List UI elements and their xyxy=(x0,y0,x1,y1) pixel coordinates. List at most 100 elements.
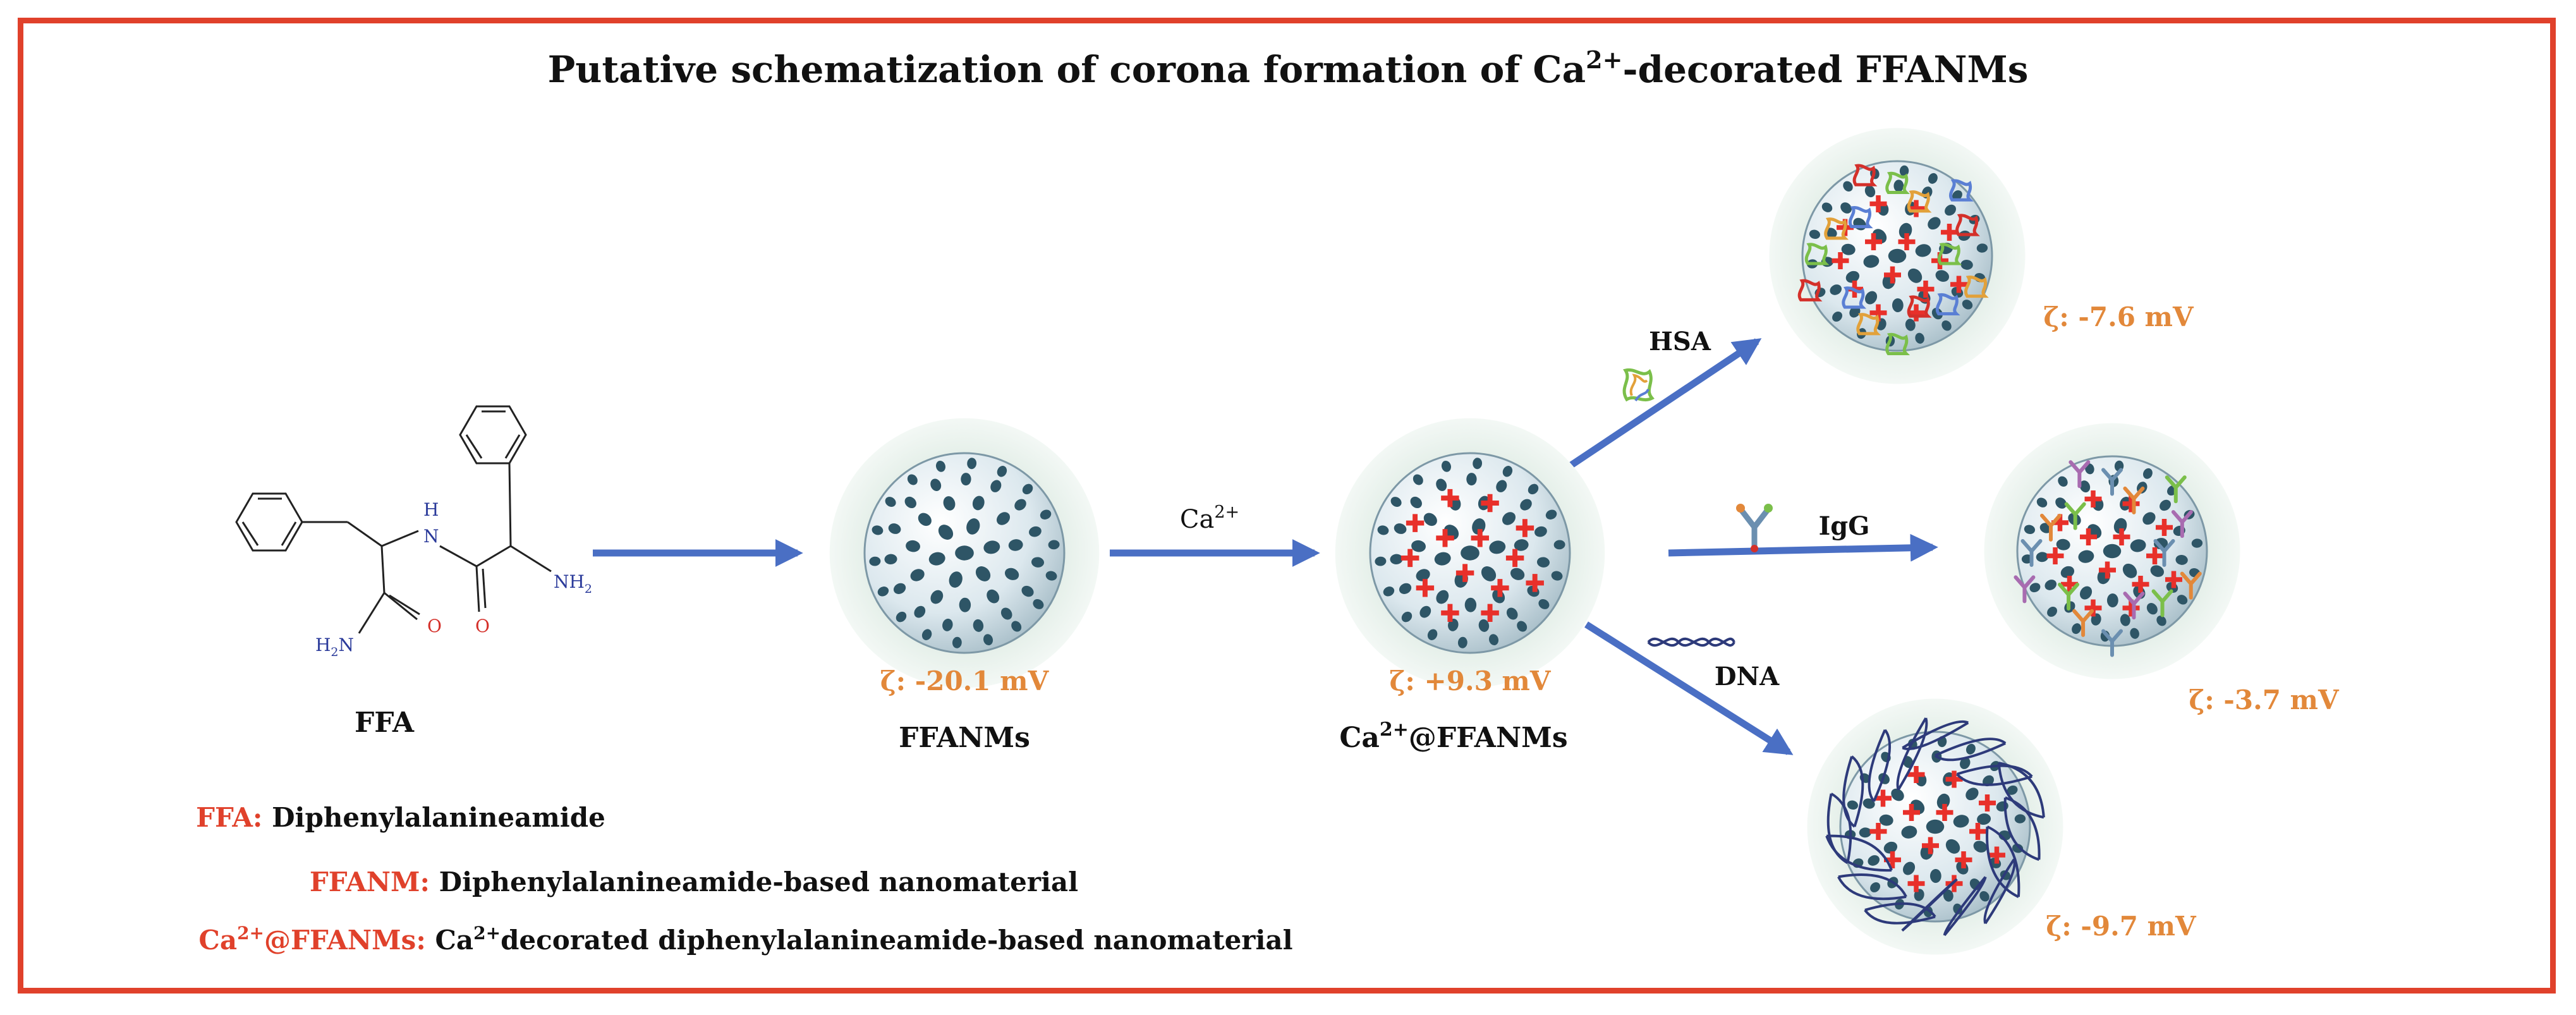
dna-strand-icon xyxy=(1901,878,1958,932)
surface-pore xyxy=(1892,298,1904,313)
atom-h-amide: H xyxy=(423,499,439,520)
hsa-protein-icon xyxy=(1842,286,1867,309)
surface-pore xyxy=(1821,202,1833,212)
ffanms-zeta: ζ: -20.1 mV xyxy=(880,666,1050,696)
positive-charge-icon xyxy=(1441,489,1459,508)
ffanms-particle xyxy=(829,418,1100,688)
hsa-corona-particle xyxy=(1769,128,2026,384)
surface-pore xyxy=(918,513,932,526)
surface-pore xyxy=(1883,841,1898,854)
surface-pore xyxy=(1534,526,1547,537)
dna-strand-icon xyxy=(1983,858,2015,924)
surface-pore xyxy=(1945,204,1956,216)
surface-pore xyxy=(906,540,920,552)
surface-pore xyxy=(952,636,962,648)
surface-pore xyxy=(959,597,971,612)
surface-pore xyxy=(1902,861,1916,875)
surface-pore xyxy=(1517,621,1528,632)
surface-pore xyxy=(2029,583,2041,593)
surface-pore xyxy=(869,556,881,566)
positive-charge-icon xyxy=(1907,304,1925,322)
surface-pore xyxy=(1502,466,1513,477)
arrow-to-hsa xyxy=(1565,338,1762,471)
legend-term-ffanm: FFANM: xyxy=(310,866,430,897)
surface-pore xyxy=(1401,611,1413,623)
surface-pore xyxy=(973,619,984,632)
positive-charge-icon xyxy=(1941,224,1958,241)
surface-pore xyxy=(1862,798,1875,809)
dna-strand-icon xyxy=(1868,729,1886,803)
surface-pore xyxy=(2058,476,2068,487)
surface-pore xyxy=(921,629,932,640)
igg-label: IgG xyxy=(1819,511,1870,541)
surface-pore xyxy=(2177,595,2188,605)
hsa-protein-icon xyxy=(1935,293,1960,316)
positive-charge-icon xyxy=(1898,233,1916,250)
surface-pore xyxy=(1928,217,1941,230)
surface-pore xyxy=(1960,259,1973,270)
surface-pore xyxy=(2146,603,2158,615)
surface-pore xyxy=(1915,332,1924,344)
surface-pore xyxy=(1021,585,1034,597)
surface-pore xyxy=(1427,629,1438,640)
igg-zeta: ζ: -3.7 mV xyxy=(2189,684,2340,715)
hsa-protein-icon xyxy=(1856,313,1881,336)
surface-pore xyxy=(1915,244,1931,257)
hsa-protein-icon xyxy=(1804,243,1830,265)
surface-pore xyxy=(1466,473,1477,486)
dna-strand-icon xyxy=(1826,793,1849,865)
positive-charge-icon xyxy=(1955,851,1972,868)
surface-pore xyxy=(884,554,897,564)
legend-desc-ffa: Diphenylalanineamide xyxy=(272,802,605,833)
igg-antibody-icon xyxy=(2171,510,2193,538)
igg-antibody-icon xyxy=(2069,460,2091,489)
surface-pore xyxy=(1553,540,1565,550)
positive-charge-icon xyxy=(2113,528,2130,545)
surface-pore xyxy=(1489,540,1506,554)
surface-pore xyxy=(2036,497,2048,508)
surface-pore xyxy=(1899,165,1909,177)
surface-pore xyxy=(1538,599,1550,609)
ffa-molecule-structure xyxy=(235,405,552,634)
surface-pore xyxy=(1870,882,1880,892)
positive-charge-icon xyxy=(2165,571,2182,588)
atom-o-right: O xyxy=(475,616,490,636)
positive-charge-icon xyxy=(1907,875,1925,892)
surface-pore xyxy=(1965,787,1979,801)
igg-antibody-icon xyxy=(2180,571,2202,600)
surface-pore xyxy=(1461,545,1479,561)
surface-pore xyxy=(967,458,977,470)
figure-border xyxy=(18,18,2556,994)
surface-pore xyxy=(2078,550,2094,563)
hsa-protein-icon xyxy=(1949,179,1974,202)
surface-pore xyxy=(943,496,956,511)
igg-corona-particle xyxy=(1984,423,2240,679)
positive-charge-icon xyxy=(1832,252,1849,269)
surface-pore xyxy=(1943,889,1953,902)
positive-charge-icon xyxy=(1917,281,1935,298)
surface-pore xyxy=(885,497,896,507)
surface-pore xyxy=(1952,190,1962,201)
surface-pore xyxy=(1976,243,1988,253)
hsa-protein-icon xyxy=(1907,190,1932,213)
ca-reagent-label: Ca2+ xyxy=(1180,502,1239,534)
dna-corona-particle xyxy=(1807,698,2063,955)
surface-pore xyxy=(1377,525,1389,535)
surface-pore xyxy=(1416,569,1430,581)
positive-charge-icon xyxy=(1481,494,1499,513)
surface-pore xyxy=(1014,499,1026,511)
surface-pore xyxy=(1411,540,1426,552)
positive-charge-icon xyxy=(1471,529,1490,547)
surface-pore xyxy=(877,587,889,597)
igg-antibody-icon xyxy=(2072,609,2094,637)
positive-charge-icon xyxy=(2084,599,2102,617)
title-prefix: Putative schematization of corona format… xyxy=(548,48,1586,91)
surface-pore xyxy=(1863,255,1880,268)
surface-pore xyxy=(2055,497,2067,509)
arrow-to-dna xyxy=(1584,621,1794,755)
igg-antibody-icon xyxy=(2101,629,2123,657)
legend-desc-ffanm: Diphenylalanineamide-based nanomaterial xyxy=(439,866,1078,897)
positive-charge-icon xyxy=(1416,579,1435,597)
igg-antibody-icon xyxy=(2014,575,2036,604)
surface-pore xyxy=(2079,586,2093,600)
